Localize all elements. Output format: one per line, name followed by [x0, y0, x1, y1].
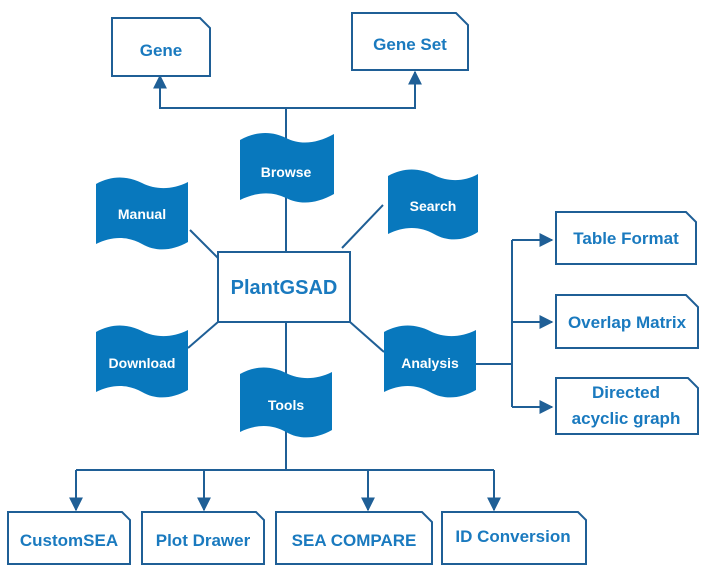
customsea-label: CustomSEA: [20, 531, 118, 550]
gene-label: Gene: [140, 41, 183, 60]
tools-module[interactable]: Tools: [240, 367, 332, 438]
table-format-box[interactable]: Table Format: [555, 211, 697, 265]
analysis-label: Analysis: [401, 355, 459, 371]
connector-download: [187, 321, 219, 349]
browse-module[interactable]: Browse: [240, 133, 334, 203]
plot-drawer-box[interactable]: Plot Drawer: [141, 511, 265, 565]
plot-drawer-label: Plot Drawer: [156, 531, 251, 550]
overlap-matrix-box[interactable]: Overlap Matrix: [555, 294, 699, 349]
connector-to-gene-set: [286, 70, 422, 109]
center-label: PlantGSAD: [231, 277, 338, 299]
download-module[interactable]: Download: [96, 325, 188, 398]
connector-to-gene: [153, 74, 286, 109]
dag-label-line1: Directed: [592, 383, 660, 402]
gene-box[interactable]: Gene: [111, 17, 211, 77]
connector-manual: [189, 229, 219, 259]
browse-label: Browse: [261, 164, 312, 180]
sea-compare-label: SEA COMPARE: [292, 531, 417, 550]
center-box[interactable]: PlantGSAD: [217, 251, 351, 323]
customsea-box[interactable]: CustomSEA: [7, 511, 131, 565]
manual-label: Manual: [118, 206, 166, 222]
search-module[interactable]: Search: [388, 169, 478, 240]
manual-module[interactable]: Manual: [96, 177, 188, 250]
gene-set-label: Gene Set: [373, 35, 447, 54]
dag-box[interactable]: Directed acyclic graph: [555, 377, 699, 435]
overlap-matrix-label: Overlap Matrix: [568, 313, 687, 332]
connector-analysis: [349, 321, 385, 353]
tools-label: Tools: [268, 397, 305, 413]
sea-compare-box[interactable]: SEA COMPARE: [275, 511, 433, 565]
analysis-module[interactable]: Analysis: [384, 325, 476, 398]
dag-label-line2: acyclic graph: [572, 409, 681, 428]
search-label: Search: [410, 198, 457, 214]
id-conversion-label: ID Conversion: [455, 527, 570, 546]
gene-set-box[interactable]: Gene Set: [351, 12, 469, 71]
id-conversion-box[interactable]: ID Conversion: [441, 511, 587, 565]
connector-search: [341, 204, 384, 249]
table-format-label: Table Format: [573, 229, 679, 248]
download-label: Download: [109, 355, 176, 371]
